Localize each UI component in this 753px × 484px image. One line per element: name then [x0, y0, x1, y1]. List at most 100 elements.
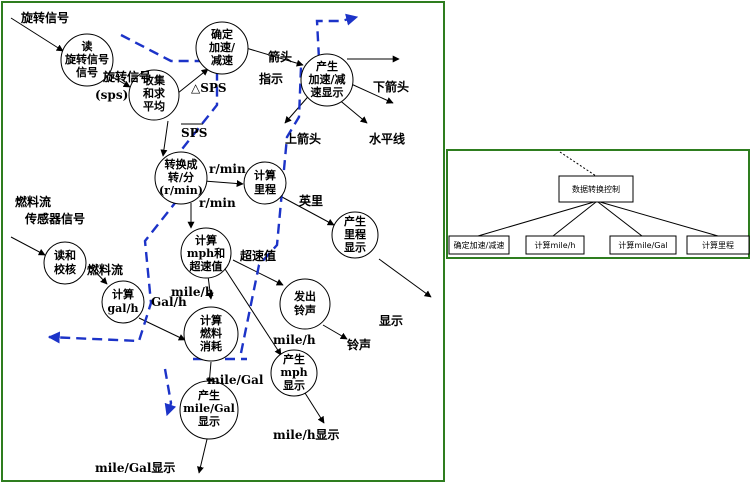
process-bubble: [300, 53, 354, 107]
process-bubble: [183, 306, 239, 362]
flow-arrows: [10, 17, 432, 474]
node-collect-average: 收集 和求 平均: [128, 69, 180, 121]
node-label: 计算: [254, 168, 276, 182]
label-bell: 铃声: [347, 337, 371, 352]
flow-arrow: [203, 180, 244, 188]
label-milegal-1: mile/Gal: [207, 373, 264, 387]
node-label: 加速/减: [307, 72, 345, 86]
flow-arrow: [348, 82, 394, 104]
control-flow-line: [163, 368, 177, 417]
flow-arrow: [10, 236, 46, 256]
node-label: 产生: [344, 214, 366, 228]
flow-arrow: [224, 268, 282, 356]
node-label: 转/分: [168, 170, 194, 184]
module-mpg-label: 计算mile/Gal: [618, 240, 667, 250]
label-overspeed: 超速值: [239, 248, 276, 263]
flow-arrow: [197, 434, 209, 474]
label-galh: Gal/h: [151, 295, 187, 309]
process-bubble: [154, 151, 208, 205]
label-display: 显示: [379, 314, 403, 328]
node-label: 速显示: [311, 85, 344, 99]
node-label: 读: [82, 39, 93, 53]
flow-labels: 旋转信号 旋转信号 (sps) △SPS SPS 箭头 指示 下箭头 上箭头 水…: [15, 10, 409, 475]
module-mph-box: [525, 235, 585, 255]
node-label: 计算: [195, 233, 217, 247]
node-label: 信号: [76, 65, 98, 79]
label-mileh-display: mile/h显示: [273, 428, 340, 442]
label-up-arrow: 上箭头: [285, 131, 321, 146]
label-fuel-flow-2: 燃料流: [87, 262, 123, 277]
node-label: (r/min): [159, 184, 203, 197]
node-label: 显示: [283, 379, 305, 392]
node-label: 和求: [143, 86, 166, 100]
label-arrow: 箭头: [268, 49, 292, 64]
structure-chart: 数据转换控制 确定加速/减速 计算mile/h 计算mile/Gal 计算里程: [448, 151, 750, 255]
process-bubble: [179, 380, 239, 440]
node-label: mph和: [187, 246, 225, 260]
node-produce-mph-display: 产生 mph 显示: [270, 349, 318, 397]
label-mileage: 英里: [299, 193, 323, 208]
process-bubble: [101, 280, 145, 324]
label-delta-sps: △SPS: [191, 81, 227, 95]
node-label: 减速: [211, 53, 233, 67]
node-produce-mileage-display: 产生 里程 显示: [331, 211, 379, 259]
label-indicate: 指示: [259, 71, 283, 86]
control-flow-line: [239, 13, 359, 354]
flow-arrow: [378, 258, 432, 298]
label-down-arrow: 下箭头: [373, 79, 409, 94]
label-fuel-flow: 燃料流: [15, 194, 51, 209]
process-bubble: [43, 241, 87, 285]
process-bubble: [279, 278, 331, 330]
label-rmin-1: r/min: [209, 162, 246, 176]
node-label: 收集: [143, 73, 166, 87]
node-convert-rpm: 转换成 转/分 (r/min): [154, 151, 208, 205]
label-sps: (sps): [95, 88, 128, 102]
node-label: 铃声: [294, 303, 316, 317]
node-calc-mph-overspeed: 计算 mph和 超速值: [180, 227, 232, 279]
node-calc-fuel: 计算 燃料 消耗: [183, 306, 239, 362]
module-accel-label: 确定加速/减速: [454, 240, 505, 250]
node-label: 燃料: [199, 326, 222, 340]
label-mileh-1: mile/h: [171, 285, 214, 299]
flow-arrow: [206, 275, 214, 300]
node-label: 里程: [254, 182, 276, 196]
flow-arrow: [304, 392, 325, 424]
flow-arrow: [281, 196, 335, 226]
node-label: 校核: [54, 262, 76, 276]
node-label: 里程: [344, 227, 366, 241]
label-milegal-display: mile/Gal显示: [95, 461, 175, 475]
root-module-label: 数据转换控制: [572, 184, 620, 194]
node-label: 超速值: [189, 259, 223, 273]
node-label: mile/Gal: [183, 402, 235, 415]
label-sensor-signal: 传感器信号: [24, 211, 85, 226]
node-determine-accel: 确定 加速/ 减速: [195, 21, 249, 75]
module-mileage-label: 计算里程: [702, 240, 734, 250]
root-module-box: [558, 175, 634, 203]
node-label: 产生: [198, 388, 220, 402]
label-rotation-signal-mid: 旋转信号: [102, 69, 151, 84]
flow-arrow: [108, 74, 131, 88]
flow-arrow: [10, 17, 64, 52]
module-mileage-box: [686, 235, 750, 255]
flow-arrow: [138, 317, 186, 341]
node-label: 消耗: [200, 339, 222, 353]
label-sps-bar: SPS: [181, 126, 207, 140]
node-label: 旋转信号: [64, 52, 109, 66]
node-label: mph: [280, 366, 307, 379]
process-bubble: [243, 161, 287, 205]
process-bubble: [128, 69, 180, 121]
process-bubble: [331, 211, 379, 259]
node-label: 转换成: [165, 157, 198, 171]
label-level-line: 水平线: [369, 131, 405, 146]
process-bubble: [195, 21, 249, 75]
node-label: 产生: [316, 59, 338, 73]
flow-arrow: [88, 264, 108, 285]
flow-arrow: [322, 324, 348, 340]
flow-arrow: [245, 47, 304, 67]
process-bubble: [270, 349, 318, 397]
node-sound-bell: 发出 铃声: [279, 278, 331, 330]
node-calc-mileage: 计算 里程: [243, 161, 287, 205]
node-label: 计算: [200, 313, 222, 327]
node-label: 确定: [211, 27, 233, 41]
node-label: 加速/: [208, 40, 236, 54]
